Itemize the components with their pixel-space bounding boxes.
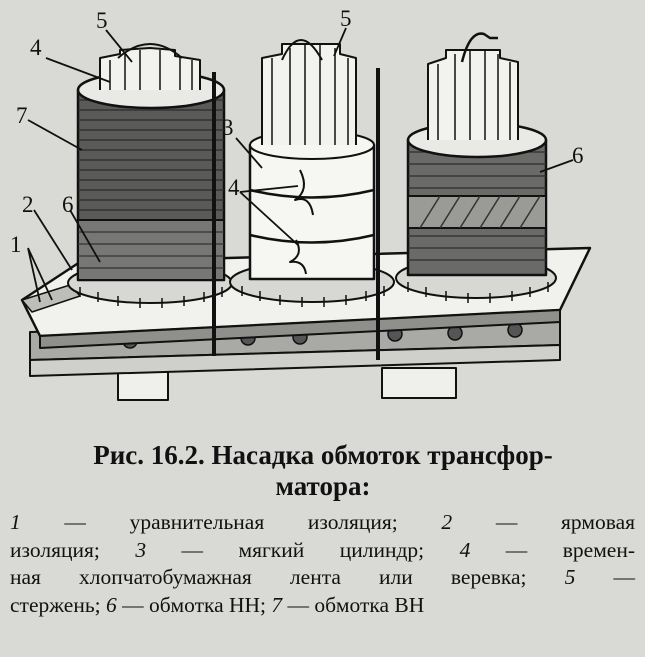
caption-title-line-1: Рис. 16.2. Насадка обмоток трансфор-: [93, 440, 553, 470]
legend-text: — уравнительная изоляция;: [20, 510, 398, 534]
transformer-winding-illustration: 1 2 3 4 4 5 5 6 6 7: [10, 6, 592, 401]
label-2: 2: [22, 192, 34, 217]
caption-title-line-2: матора:: [275, 471, 371, 501]
label-5-left: 5: [96, 8, 108, 33]
legend-num: 7: [271, 592, 283, 617]
legend-num: 6: [106, 592, 117, 617]
legend-num: 4: [459, 537, 471, 562]
legend-line-2: изоляция; 3 — мягкий цилиндр; 4 — времен…: [10, 537, 635, 565]
legend-num: 1: [10, 510, 21, 534]
label-7: 7: [16, 103, 28, 128]
legend-text: — времен-: [470, 537, 636, 562]
legend-line-1: 1 — уравнительная изоляция; 2 — ярмовая: [10, 509, 635, 537]
figure-caption-title: Рис. 16.2. Насадка обмоток трансфор- мат…: [8, 440, 638, 502]
label-1: 1: [10, 232, 22, 257]
legend-num: 3: [135, 537, 147, 562]
legend-text: — обмотка ВН: [282, 592, 425, 617]
legend-text: изоляция;: [10, 537, 100, 562]
legend-text: —: [575, 565, 636, 589]
legend-text: — мягкий цилиндр;: [146, 537, 425, 562]
label-6-left: 6: [62, 192, 74, 217]
label-6-right: 6: [572, 143, 584, 168]
legend-text: ная хлопчатобумажная лента или веревка;: [10, 565, 527, 589]
legend-line-3: ная хлопчатобумажная лента или веревка; …: [10, 564, 635, 592]
label-3: 3: [222, 115, 234, 140]
legend-text: — обмотка НН;: [116, 592, 267, 617]
legend-text: стержень;: [10, 592, 101, 617]
label-4-left: 4: [30, 35, 42, 60]
legend-num: 2: [441, 510, 453, 534]
figure-legend: 1 — уравнительная изоляция; 2 — ярмовая …: [10, 509, 635, 619]
legend-line-4: стержень; 6 — обмотка НН; 7 — обмотка ВН: [10, 592, 635, 620]
legend-num: 5: [564, 565, 576, 589]
label-4-middle: 4: [228, 175, 240, 200]
label-5-middle: 5: [340, 6, 352, 31]
legend-text: — ярмовая: [452, 510, 635, 534]
